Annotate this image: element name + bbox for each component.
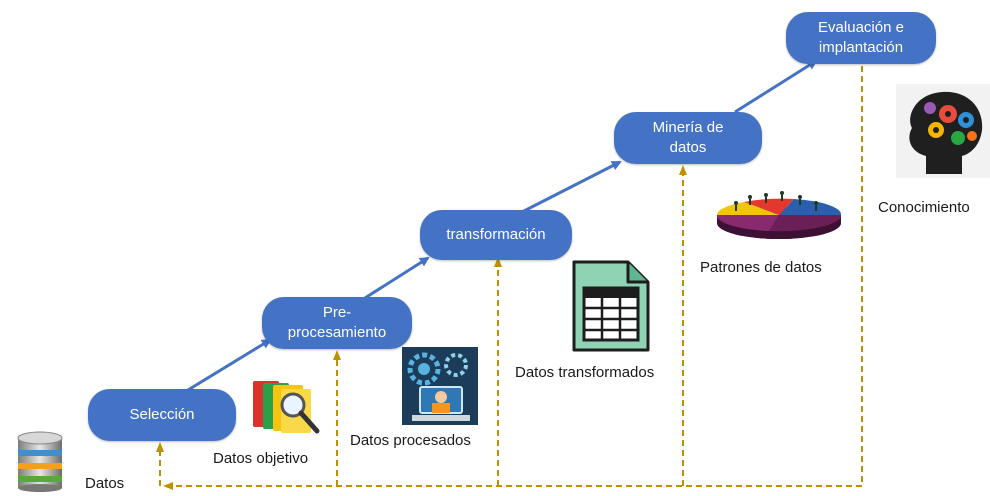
label-datos: Datos: [85, 475, 125, 492]
processing-gears-icon: [402, 347, 478, 425]
folder-magnifier-icon: [253, 381, 320, 434]
label-datos-transformados: Datos transformados: [515, 364, 655, 381]
flow-arrow-3: [519, 160, 622, 215]
brain-gears-icon: [896, 84, 990, 178]
step-mineria: Minería de datos: [614, 112, 762, 164]
label-patrones-de-datos: Patrones de datos: [700, 259, 822, 276]
feedback-lines: [156, 66, 863, 490]
step-transformacion: transformación: [420, 210, 572, 260]
database-icon: [17, 431, 63, 492]
label-conocimiento: Conocimiento: [878, 199, 970, 216]
feedback-main-return: [163, 66, 863, 490]
step-preprocesamiento: Pre- procesamiento: [262, 297, 412, 349]
spreadsheet-file-icon: [572, 260, 650, 352]
label-datos-procesados: Datos procesados: [350, 432, 471, 449]
flow-arrow-1: [187, 338, 272, 392]
flow-arrow-2: [364, 256, 430, 300]
label-datos-objetivo: Datos objetivo: [213, 450, 309, 467]
pie-chart-people-icon: [716, 191, 842, 239]
step-seleccion: Selección: [88, 389, 236, 441]
step-evaluacion: Evaluación e implantación: [786, 12, 936, 64]
flow-arrow-4: [734, 59, 818, 114]
